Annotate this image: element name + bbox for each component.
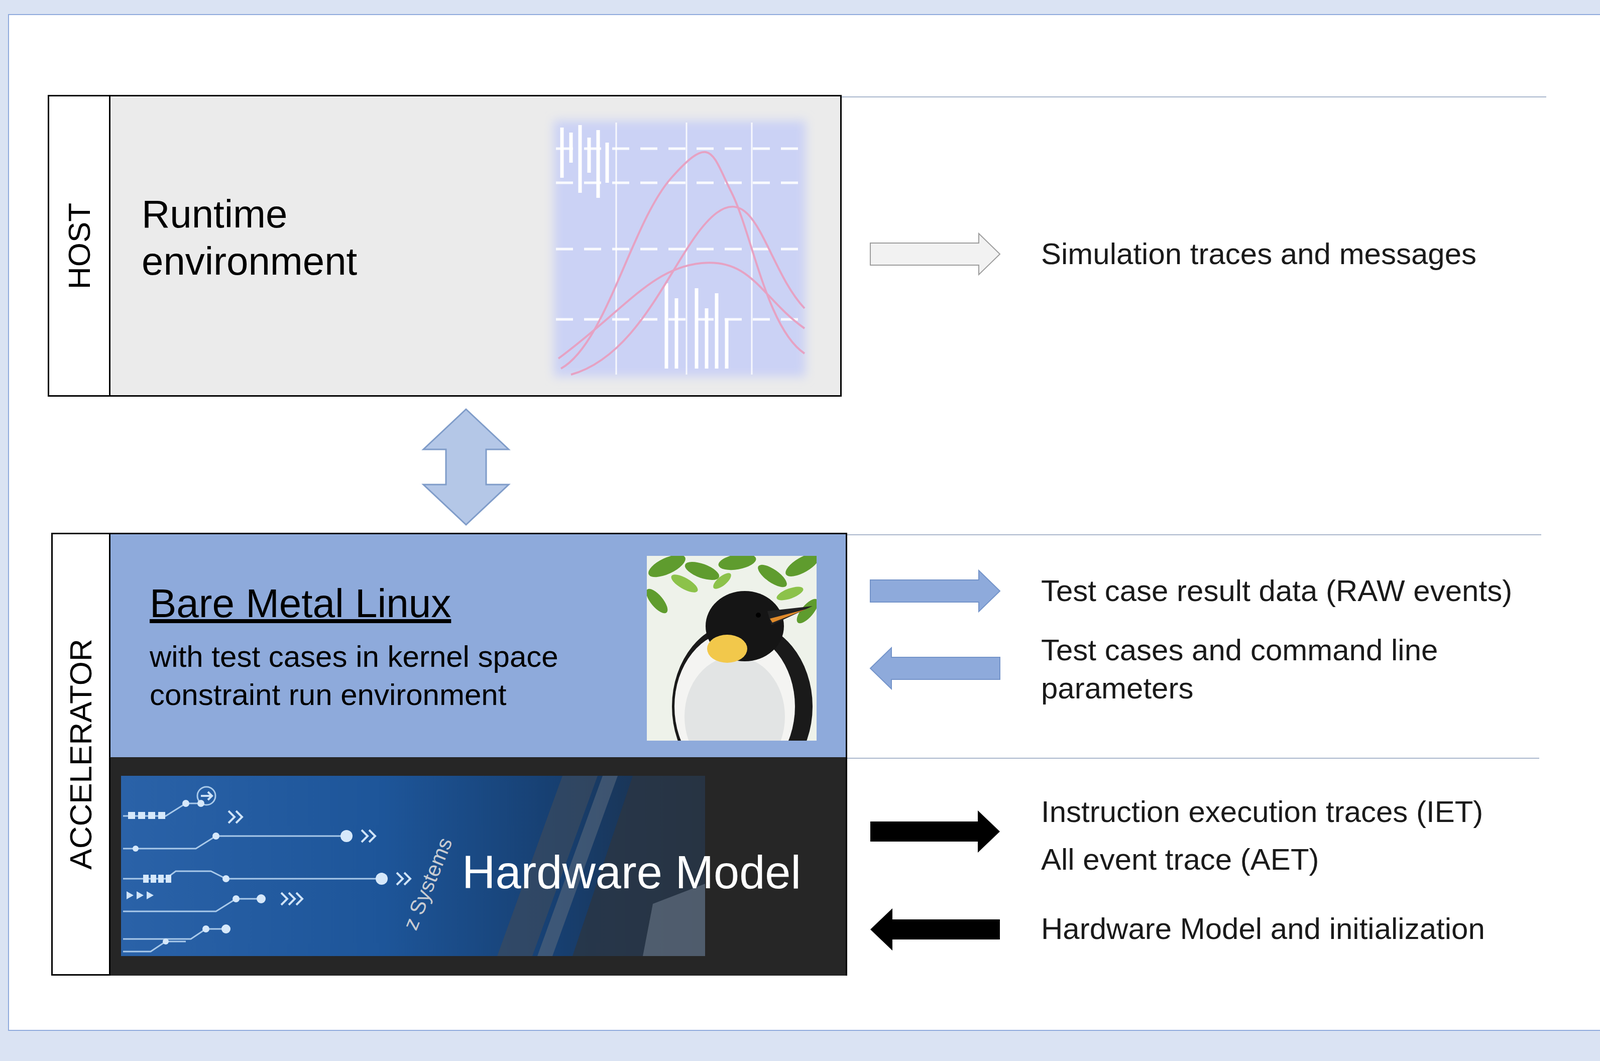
flow-label: Simulation traces and messages — [1041, 235, 1477, 274]
box-text: with test cases in kernel space constrai… — [149, 637, 617, 715]
input-arrow — [870, 647, 1000, 690]
flow-label: Instruction execution traces (IET) — [1041, 792, 1483, 832]
process-box: Bare Metal Linux with test cases in kerne… — [108, 534, 846, 758]
penguin-picture — [642, 548, 824, 792]
flow-label: Test cases and command line parameters — [1041, 631, 1494, 708]
output-arrow — [870, 570, 1000, 612]
brand-label: z Systems — [398, 834, 457, 934]
output-arrow — [870, 810, 1000, 853]
box-title: Runtime environment — [141, 190, 494, 285]
output-arrow — [870, 233, 1000, 275]
group-label: ACCELERATOR — [62, 638, 100, 870]
frame-box: HOST Runtime environment — [47, 94, 842, 397]
circuit-picture — [121, 775, 706, 957]
chart-picture — [553, 120, 806, 377]
flow-label: Test case result data (RAW events) — [1041, 572, 1513, 611]
frame-box: ACCELERATOR Bare Metal Linux with test cas… — [51, 532, 848, 976]
flow-label: Hardware Model and initialization — [1041, 909, 1485, 949]
double-arrow — [423, 409, 509, 525]
group-label: HOST — [60, 202, 98, 289]
process-box: Hardware Model — [108, 757, 846, 976]
process-box: Runtime environment — [108, 96, 841, 396]
separator-lines — [841, 96, 1547, 759]
flow-label: All event trace (AET) — [1041, 840, 1320, 879]
box-title: Hardware Model — [462, 846, 802, 900]
background-panel — [8, 14, 1600, 1032]
input-arrow — [870, 908, 1000, 951]
box-title: Bare Metal Linux — [149, 580, 451, 627]
